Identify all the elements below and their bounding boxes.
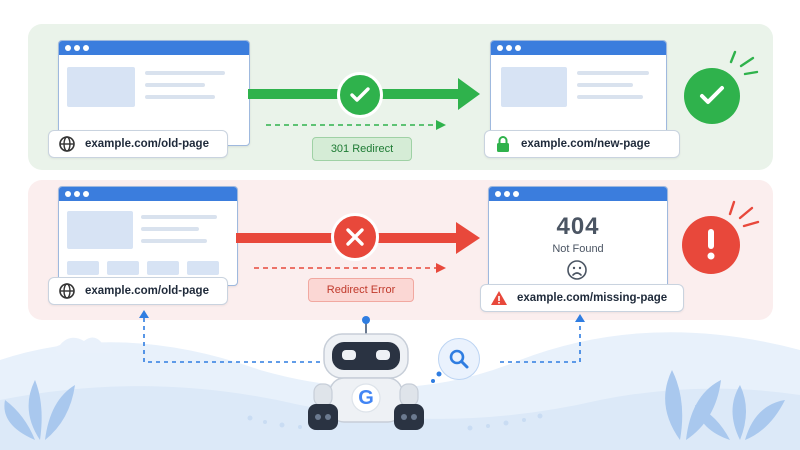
alert-lines — [728, 200, 760, 228]
globe-icon — [57, 134, 77, 154]
browser-title-bar — [59, 187, 237, 201]
status-301-label: 301 Redirect — [312, 137, 412, 161]
check-icon — [350, 87, 370, 102]
globe-icon — [57, 281, 77, 301]
missing-page-browser-window: 404 Not Found — [488, 186, 668, 288]
browser-title-bar — [59, 41, 249, 55]
plant-right-illustration — [665, 370, 785, 440]
browser-title-bar — [489, 187, 667, 201]
crawler-connector-lines — [139, 310, 585, 363]
success-indicator — [684, 68, 740, 124]
exclamation-icon — [707, 229, 715, 260]
old-page-url-text: example.com/old-page — [85, 138, 209, 150]
redirect-error-label: Redirect Error — [308, 278, 414, 302]
plant-left-illustration — [4, 380, 75, 440]
new-page-url-text: example.com/new-page — [521, 138, 651, 150]
missing-page-url-bar[interactable]: example.com/missing-page — [480, 284, 684, 312]
bubble-tail — [431, 371, 442, 383]
browser-title-bar — [491, 41, 666, 55]
new-page-url-bar[interactable]: example.com/new-page — [484, 130, 680, 158]
old-page-browser-window-error — [58, 186, 238, 286]
missing-page-url-text: example.com/missing-page — [517, 292, 668, 304]
error-text: Not Found — [552, 243, 604, 255]
success-check-badge — [337, 72, 383, 118]
search-bubble — [438, 338, 480, 380]
x-icon — [346, 228, 364, 246]
warning-icon — [489, 288, 509, 308]
check-icon — [700, 86, 724, 104]
sad-face-icon — [567, 260, 587, 280]
old-page-url-text-error: example.com/old-page — [85, 285, 209, 297]
search-icon — [449, 349, 469, 369]
new-page-browser-window — [490, 40, 667, 142]
error-x-badge — [331, 213, 379, 261]
error-indicator — [682, 216, 740, 274]
google-logo-badge: G — [358, 387, 374, 409]
crawler-robot-illustration — [308, 316, 424, 430]
lock-icon — [493, 134, 513, 154]
sparkle-lines — [729, 50, 759, 76]
old-page-url-bar[interactable]: example.com/old-page — [48, 130, 228, 158]
old-page-url-bar-error[interactable]: example.com/old-page — [48, 277, 228, 305]
error-code: 404 — [556, 213, 600, 240]
